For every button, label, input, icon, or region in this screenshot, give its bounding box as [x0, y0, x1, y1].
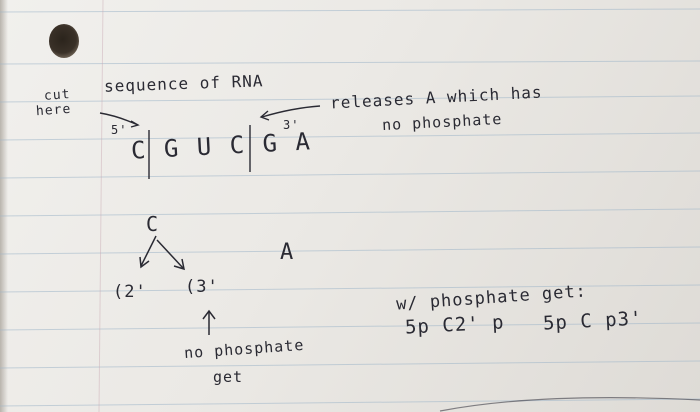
two-prime-label: (2': [113, 282, 147, 302]
three-prime-paren-label: (3': [185, 277, 219, 297]
margin-line: [98, 0, 104, 412]
branch-right-arrow-icon: [156, 239, 184, 269]
five-prime-label: 5': [111, 123, 128, 137]
ruled-lines: [0, 8, 700, 407]
binding-edge: [0, 0, 8, 412]
three-prime-label: 3': [283, 118, 300, 132]
a-nucleotide-label: A: [280, 240, 295, 265]
binder-hole: [49, 24, 79, 58]
c-nucleotide-label: C: [146, 212, 160, 236]
here-label: here: [35, 101, 72, 120]
no-phosphate-get-line2: get: [213, 368, 244, 386]
releases-arrow-icon: [261, 105, 321, 118]
branch-left-arrow-icon: [140, 235, 157, 267]
